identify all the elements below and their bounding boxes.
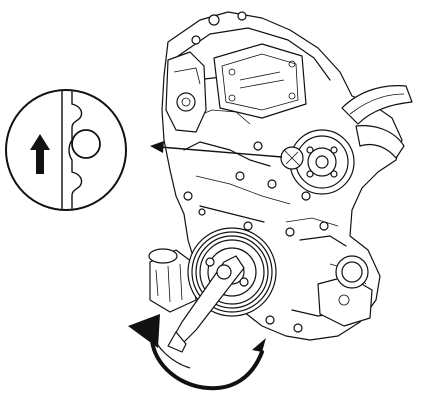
- intake-manifold-plate: [213, 43, 307, 119]
- rotation-direction-arrow: [128, 314, 266, 391]
- oil-pump-port: [335, 255, 369, 289]
- timing-mark-highlight: [280, 146, 304, 170]
- pulley-holder-tool: [167, 255, 249, 353]
- detail-pointer-arrow: [150, 141, 283, 158]
- coolant-hose: [341, 85, 413, 159]
- arrow-up-icon: [30, 134, 50, 174]
- upper-timing-cover: [165, 51, 207, 133]
- oil-filter: [148, 248, 197, 313]
- water-pump-pulley: [289, 129, 355, 195]
- timing-mark-detail-view: [5, 89, 127, 211]
